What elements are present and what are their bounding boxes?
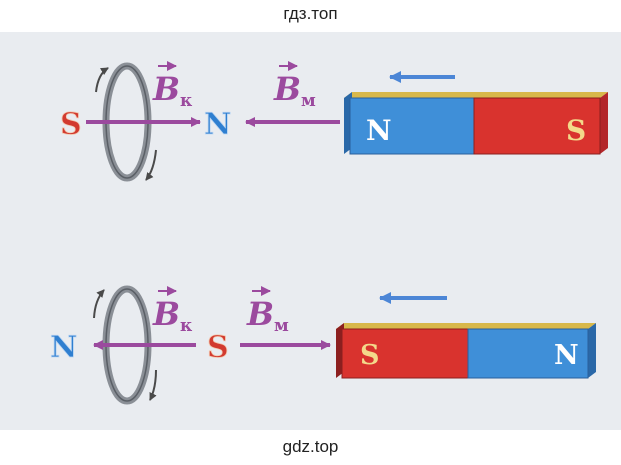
top-coil-field-label: B к: [152, 61, 193, 111]
top-coil-field-subscript: к: [180, 91, 193, 111]
bottom-left-pole: N: [50, 330, 77, 365]
top-current-arrow-lower: [145, 149, 157, 181]
top-magnet-right-pole: S: [566, 114, 586, 147]
bottom-current-arrow-lower: [149, 369, 157, 401]
top-magnet-left-pole: N: [366, 114, 392, 147]
bottom-current-arrow-upper: [93, 289, 105, 319]
top-right-pole: N: [204, 107, 231, 142]
diagram-canvas: S N B к B м N S: [50, 61, 608, 405]
top-coil-field-symbol: B: [152, 70, 180, 108]
bottom-magnet-field-subscript: м: [274, 316, 289, 336]
top-magnet-field-symbol: B: [273, 70, 301, 108]
top-diagram: S N B к B м N S: [60, 61, 608, 182]
bottom-right-pole: S: [207, 330, 229, 365]
watermark-bottom: gdz.top: [282, 437, 339, 456]
bottom-magnet-field-label: B м: [246, 286, 289, 336]
bottom-magnet-field-symbol: B: [246, 295, 274, 333]
top-magnet-field-label: B м: [273, 61, 316, 111]
figure: S N B к B м N S: [0, 32, 621, 430]
bottom-coil-field-symbol: B: [152, 295, 180, 333]
bottom-coil-field-label: B к: [152, 286, 193, 336]
bottom-bar-magnet: S N: [336, 323, 596, 379]
bottom-diagram: N S B к B м S N: [50, 285, 596, 405]
top-magnet-field-subscript: м: [301, 91, 316, 111]
watermark-top: гдз.топ: [283, 4, 338, 23]
bottom-coil-field-subscript: к: [180, 316, 193, 336]
top-bar-magnet: N S: [344, 92, 608, 155]
top-current-arrow-upper: [95, 67, 109, 93]
bottom-magnet-right-pole: N: [554, 340, 579, 371]
top-left-pole: S: [60, 107, 82, 142]
bottom-magnet-left-pole: S: [360, 340, 380, 371]
